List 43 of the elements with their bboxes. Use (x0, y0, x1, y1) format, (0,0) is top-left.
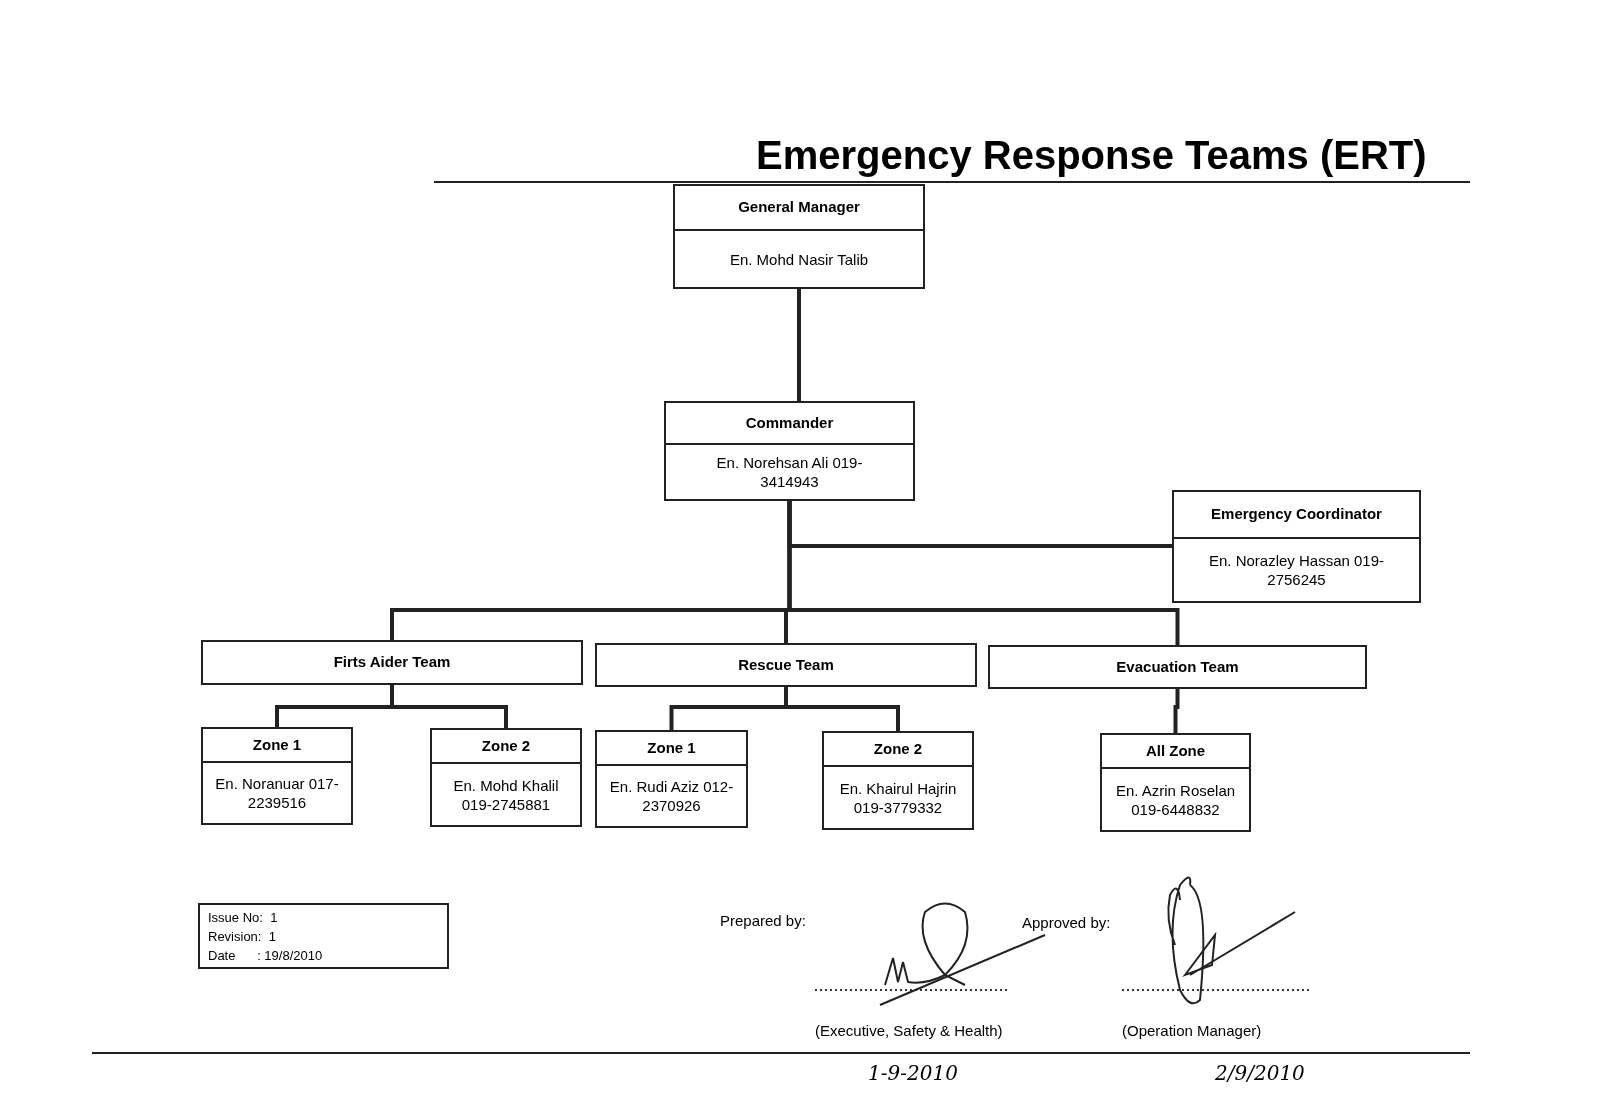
role-box (201, 727, 353, 825)
role-title: Emergency Coordinator (1211, 504, 1382, 525)
info-box (198, 903, 449, 969)
role-box (1100, 733, 1251, 832)
signature-label: Prepared by: (720, 911, 806, 931)
team-box: Evacuation Team (988, 645, 1367, 689)
signature-label: (Operation Manager) (1122, 1021, 1262, 1041)
person-details: En. Noranuar 017-2239516 (214, 774, 340, 812)
role-title: Zone 2 (481, 735, 531, 756)
team-box: Firts Aider Team (201, 640, 583, 685)
info-text: Date : 19/8/2010 (208, 946, 324, 965)
person-details: En. Azrin Roselan 019-6448832 (1114, 780, 1237, 819)
signature-label: (Executive, Safety & Health) (815, 1021, 1003, 1041)
connector-line (784, 687, 900, 731)
info-text: Issue No: 1 (208, 908, 279, 927)
info-text: Revision: 1 (208, 927, 277, 946)
team-box: Rescue Team (595, 643, 977, 687)
handwritten-date: 2/9/2010 (1215, 1060, 1305, 1087)
role-box (664, 401, 915, 501)
role-title: Commander (745, 412, 834, 433)
role-box (430, 728, 582, 827)
signature-label: Approved by: (1022, 913, 1111, 933)
role-title: Zone 2 (873, 738, 923, 759)
role-box (822, 731, 974, 830)
role-box (595, 730, 748, 828)
person-details: En. Mohd Khalil 019-2745881 (452, 775, 560, 814)
role-title: General Manager (738, 197, 860, 218)
connector-line (390, 685, 508, 728)
role-title: All Zone (1145, 740, 1206, 761)
person-details: En. Mohd Nasir Talib (729, 249, 869, 269)
role-box (673, 184, 925, 289)
person-details: En. Norehsan Ali 019-3414943 (715, 453, 864, 491)
person-details: En. Khairul Hajrin 019-3779332 (838, 778, 958, 817)
role-title: Zone 1 (647, 737, 696, 758)
role-title: Zone 1 (252, 734, 302, 755)
handwritten-date: 1-9-2010 (868, 1060, 958, 1087)
connector-line (787, 501, 1180, 645)
role-box (1172, 490, 1421, 603)
connector-line (797, 289, 801, 401)
title: Emergency Response Teams (ERT) (756, 135, 1427, 175)
person-details: En. Rudi Aziz 012-2370926 (608, 777, 735, 815)
connector-line (1173, 689, 1180, 733)
person-details: En. Norazley Hassan 019-2756245 (1207, 551, 1386, 589)
